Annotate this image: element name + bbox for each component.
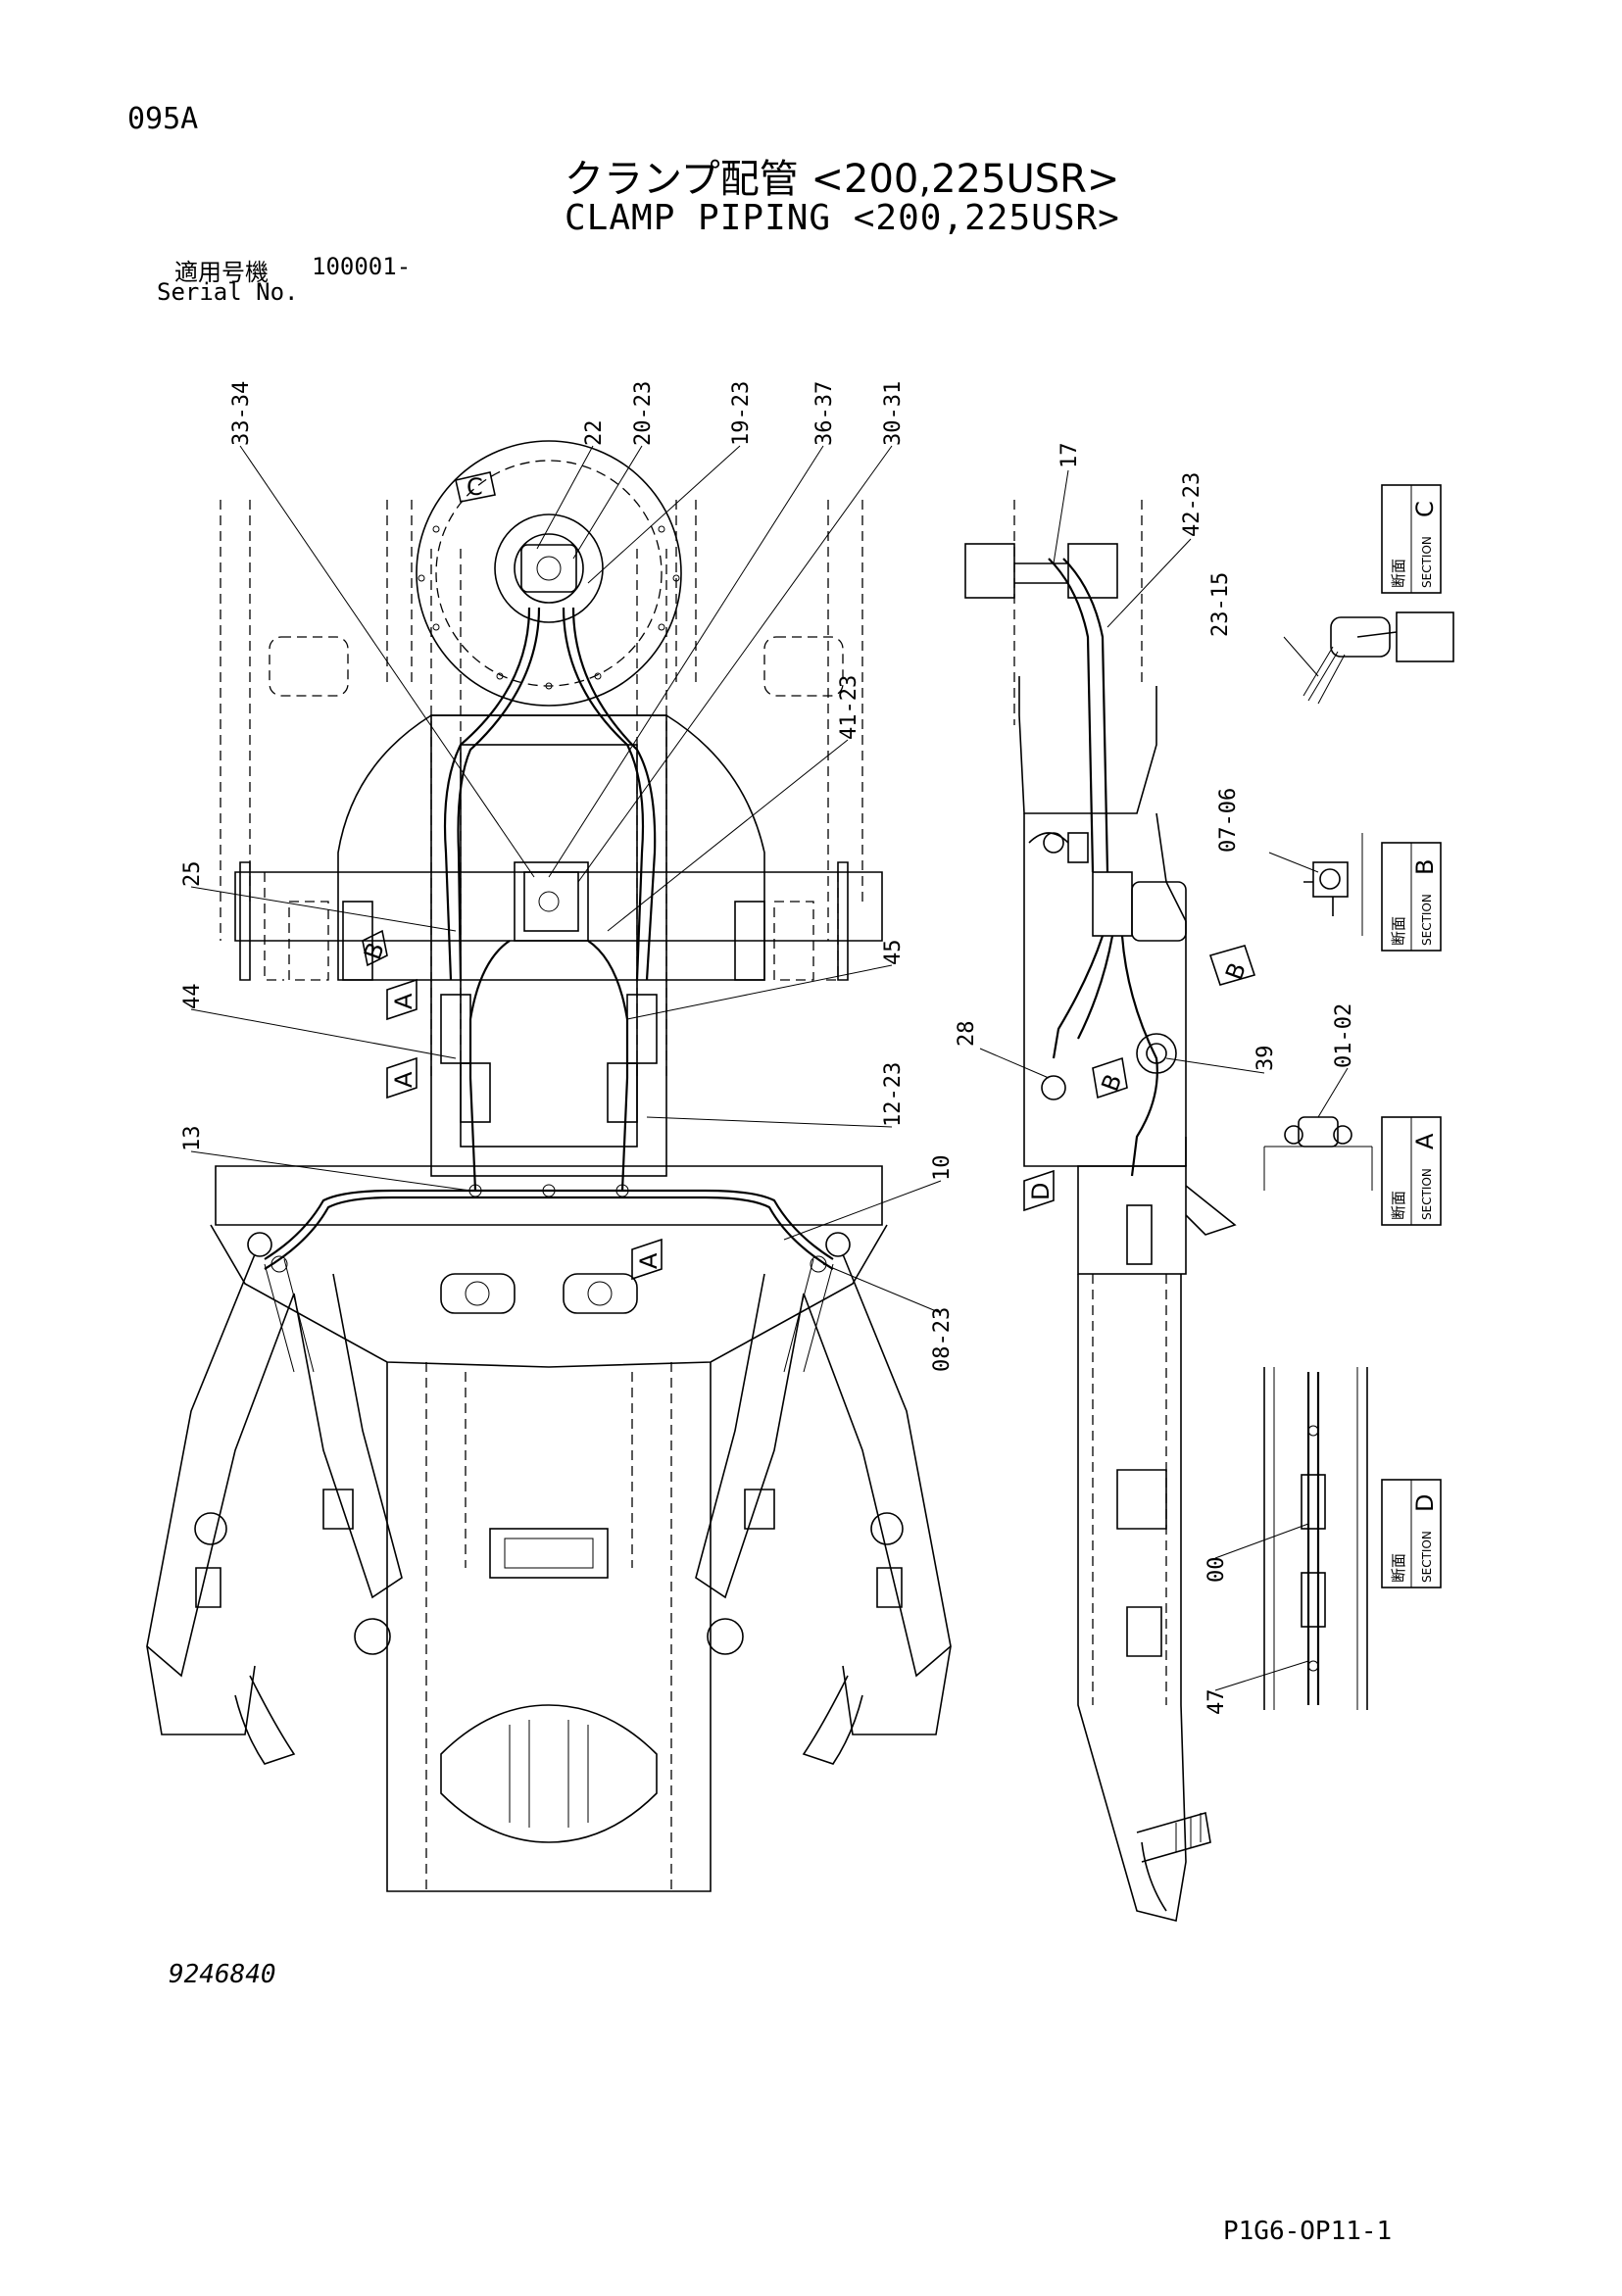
svg-text:B: B [1096,1070,1127,1095]
page-title-japanese: クランプ配管 <200,225USR> [565,157,1120,202]
callout-28: 28 [955,1021,979,1048]
callout-01-02: 01-02 [1332,1003,1356,1068]
svg-text:D: D [1411,1494,1439,1512]
page-id: 095A [127,102,199,136]
svg-text:A: A [1411,1133,1439,1149]
svg-text:A: A [635,1252,663,1269]
callout-19-23: 19-23 [729,381,754,446]
section-c-view: 23-15 断面 SECTION C [1208,484,1454,705]
svg-text:SECTION: SECTION [1420,894,1434,946]
view-marker-c: C [467,473,483,501]
callout-07-06: 07-06 [1216,788,1241,853]
callout-33-34: 33-34 [229,381,254,446]
svg-text:断面: 断面 [1390,1191,1407,1220]
callout-08-23: 08-23 [930,1307,955,1372]
serial-label-english: Serial No. [157,278,299,306]
svg-text:SECTION: SECTION [1420,1168,1434,1220]
callout-23-15: 23-15 [1208,572,1233,637]
section-d-view: 00 47 断面 SECTION D [1204,1367,1442,1716]
svg-text:B: B [1411,859,1439,875]
svg-text:C: C [1411,501,1439,517]
side-elevation-view [964,500,1237,1922]
leader-lines-main [190,445,942,1314]
view-marker-arrows-main: C B A A A [359,471,663,1281]
callout-25: 25 [180,861,205,888]
leader-lines-side [979,469,1265,1079]
callout-30-31: 30-31 [881,381,906,446]
callout-42-23: 42-23 [1180,472,1204,537]
callout-45: 45 [881,940,906,966]
drawing-number: 9246840 [169,1960,276,1989]
serial-label-japanese: 適用号機 [174,259,269,286]
callout-22: 22 [582,420,607,447]
callout-labels-main: 33-34 22 20-23 19-23 36-37 30-31 41-23 2… [180,381,955,1372]
svg-text:断面: 断面 [1390,916,1407,946]
section-a-view: 01-02 断面 SECTION A [1263,1003,1442,1226]
svg-text:SECTION: SECTION [1420,1531,1434,1583]
svg-text:A: A [390,993,418,1009]
callout-17: 17 [1057,443,1082,469]
page-code: P1G6-OP11-1 [1223,2217,1393,2246]
main-plan-view [146,440,952,1892]
svg-text:SECTION: SECTION [1420,536,1434,588]
callout-44: 44 [180,984,205,1010]
callout-00: 00 [1204,1557,1229,1584]
callout-13: 13 [180,1126,205,1152]
svg-text:A: A [390,1071,418,1088]
callout-12-23: 12-23 [881,1062,906,1127]
svg-text:D: D [1027,1183,1055,1200]
callout-labels-side: 17 42-23 28 39 [955,443,1278,1072]
callout-36-37: 36-37 [812,381,837,446]
callout-47: 47 [1204,1689,1229,1716]
section-b-view: 07-06 断面 SECTION B [1216,788,1442,952]
svg-text:B: B [1220,959,1252,984]
svg-text:断面: 断面 [1390,1553,1407,1583]
callout-20-23: 20-23 [631,381,656,446]
page-title-english: CLAMP PIPING <200,225USR> [565,198,1120,238]
serial-number-value: 100001- [312,253,412,280]
svg-text:断面: 断面 [1390,559,1407,588]
callout-39: 39 [1253,1046,1278,1072]
callout-10: 10 [930,1155,955,1182]
callout-41-23: 41-23 [837,675,861,740]
